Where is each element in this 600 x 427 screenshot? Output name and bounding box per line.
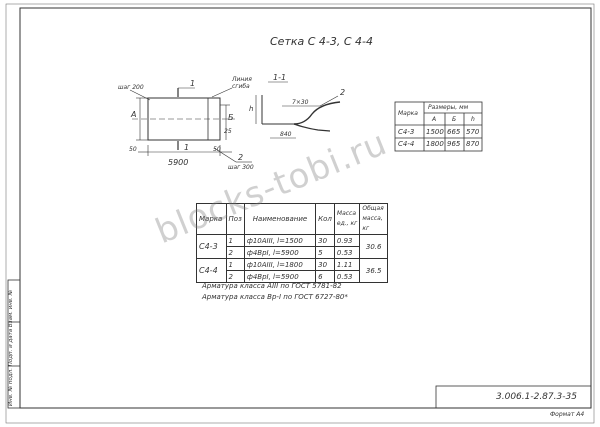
spec-cell-pos: 1 bbox=[225, 234, 245, 247]
label-dim-50-right: 50 bbox=[213, 146, 221, 153]
label-step-top: шаг 200 bbox=[118, 84, 144, 91]
spec-header-total: Общая масса, кг bbox=[359, 203, 388, 235]
sizes-row-2-h: 870 bbox=[466, 140, 480, 148]
label-section-title: 1-1 bbox=[273, 73, 287, 82]
sizes-row-2-mark: С4-4 bbox=[398, 140, 415, 148]
sizes-col-b: Б bbox=[452, 116, 457, 123]
label-dim-B: Б bbox=[228, 113, 234, 122]
table-row: 2 ф4ВрI, l=5900 5 0.53 bbox=[197, 246, 388, 259]
spec-cell-mass: 0.93 bbox=[333, 234, 361, 247]
drawing-title: Сетка С 4-3, С 4-4 bbox=[270, 35, 374, 48]
sizes-row-1-b: 665 bbox=[447, 128, 461, 136]
label-pos-2-bottom: 2 bbox=[238, 153, 244, 162]
spec-cell-mass: 0.53 bbox=[333, 270, 361, 283]
spec-header-pos: Поз bbox=[225, 203, 245, 235]
spec-total-c44: 36.5 bbox=[359, 258, 388, 283]
spec-header-mass: Масса ед., кг bbox=[333, 203, 361, 235]
spec-cell-pos: 2 bbox=[225, 246, 245, 259]
spec-cell-pos: 2 bbox=[225, 270, 245, 283]
spec-total-c43: 30.6 bbox=[359, 234, 388, 259]
spec-cell-qty: 30 bbox=[315, 258, 335, 271]
label-section-mark-top: 1 bbox=[190, 79, 196, 88]
label-dim-840: 840 bbox=[280, 131, 292, 138]
label-dim-7: 7×30 bbox=[292, 99, 309, 106]
sheet-format: Формат А4 bbox=[550, 411, 585, 418]
sizes-row-1-a: 1500 bbox=[426, 128, 444, 136]
spec-cell-qty: 6 bbox=[315, 270, 335, 283]
sizes-col-h: h bbox=[471, 116, 475, 123]
label-pos-2-section: 2 bbox=[340, 88, 346, 97]
spec-cell-name: ф10АIII, l=1500 bbox=[243, 234, 317, 247]
table-row: С4-3 1 ф10АIII, l=1500 30 0.93 30.6 bbox=[196, 234, 388, 259]
label-step-bottom: шаг 300 bbox=[228, 164, 254, 171]
spec-mark-c43: С4-3 bbox=[196, 234, 227, 259]
sizes-row-1-h: 570 bbox=[466, 128, 480, 136]
spec-cell-mass: 1.11 bbox=[333, 258, 361, 271]
label-section-mark-bottom: 1 bbox=[184, 143, 190, 152]
spec-mark-c44: С4-4 bbox=[196, 258, 227, 283]
spec-note-1: Арматура класса АIII по ГОСТ 5781-82 bbox=[202, 282, 342, 290]
spec-cell-pos: 1 bbox=[225, 258, 245, 271]
spec-note-2: Арматура класса Вр-I по ГОСТ 6727-80* bbox=[202, 293, 348, 301]
document-code: 3.006.1-2.87.3-35 bbox=[496, 392, 577, 402]
spec-cell-name: ф4ВрI, l=5900 bbox=[243, 270, 317, 283]
label-dim-50-left: 50 bbox=[129, 146, 137, 153]
label-bend-line: Линия сгиба bbox=[232, 76, 252, 90]
label-dim-A: А bbox=[131, 110, 137, 119]
spec-cell-name: ф4ВрI, l=5900 bbox=[243, 246, 317, 259]
mesh-plan-view bbox=[129, 87, 252, 163]
spec-cell-qty: 5 bbox=[315, 246, 335, 259]
label-dim-length: 5900 bbox=[168, 158, 189, 167]
spec-cell-mass: 0.53 bbox=[333, 246, 361, 259]
label-dim-h: h bbox=[249, 105, 254, 113]
spec-cell-qty: 30 bbox=[315, 234, 335, 247]
table-row: 2 ф4ВрI, l=5900 6 0.53 bbox=[197, 270, 388, 283]
spec-header-qty: Кол bbox=[315, 203, 335, 235]
sizes-row-1-mark: С4-3 bbox=[398, 128, 415, 136]
label-dim-25: 25 bbox=[224, 128, 232, 135]
sizes-table-grid bbox=[394, 101, 483, 152]
section-1-1 bbox=[255, 81, 341, 139]
sizes-header-sizes: Размеры, мм bbox=[428, 104, 469, 111]
spec-cell-name: ф10АIII, l=1800 bbox=[243, 258, 317, 271]
sizes-row-2-b: 965 bbox=[447, 140, 461, 148]
side-stamp-text: Инв. № подл. Подп. и дата Взам. инв. № bbox=[8, 289, 14, 406]
sizes-header-mark: Марка bbox=[398, 110, 418, 117]
table-row: С4-4 1 ф10АIII, l=1800 30 1.11 36.5 bbox=[196, 258, 388, 283]
spec-table: Марка Поз Наименование Кол Масса ед., кг… bbox=[196, 203, 388, 283]
sizes-col-a: А bbox=[432, 116, 437, 123]
spec-header-mark: Марка bbox=[196, 203, 227, 235]
sizes-row-2-a: 1800 bbox=[426, 140, 444, 148]
